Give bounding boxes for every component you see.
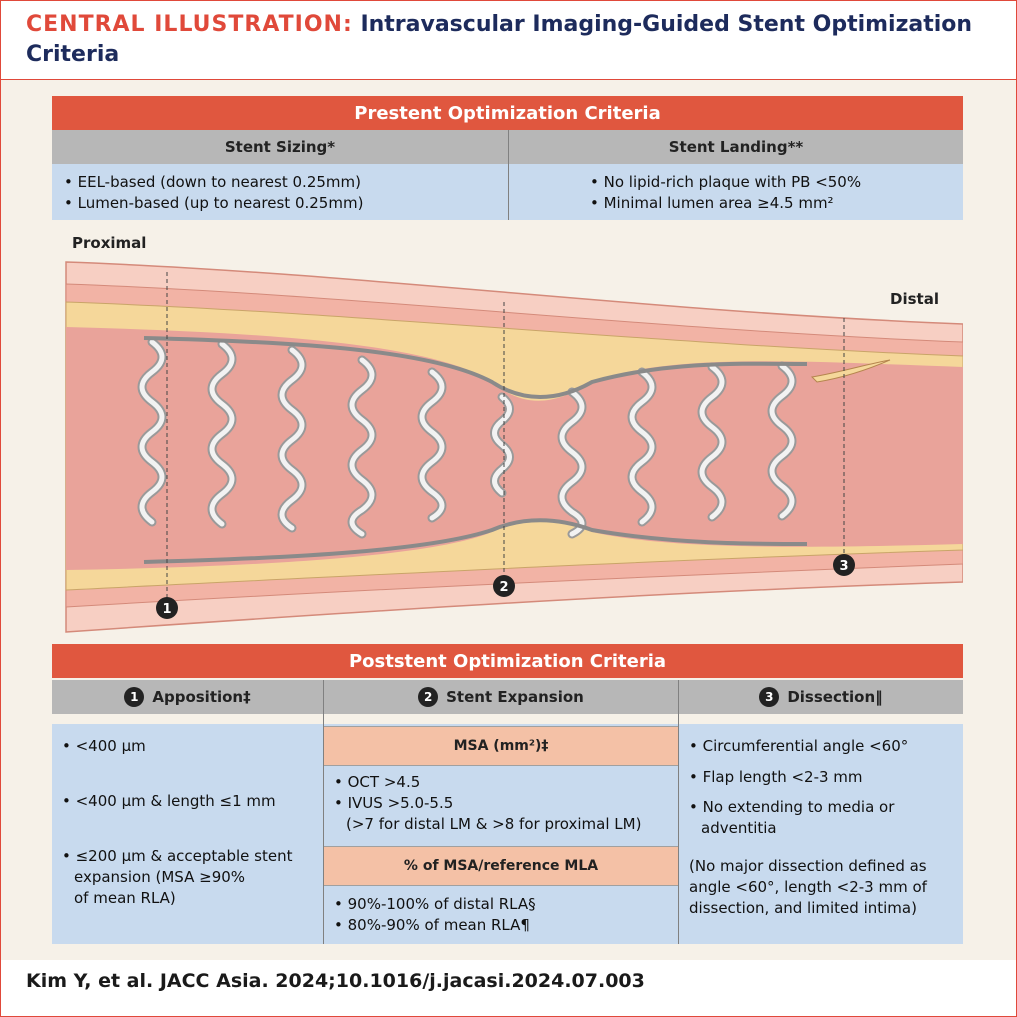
vessel-lumen (66, 327, 963, 570)
stent-vessel-diagram: 1 2 3 Proximal Distal (65, 234, 963, 633)
marker-1: 1 (162, 602, 171, 617)
apposition-item: • <400 μm (62, 737, 146, 755)
apposition-item: expansion (MSA ≥90% (74, 868, 246, 886)
apposition-item: of mean RLA) (74, 889, 176, 907)
poststent-divider-1 (323, 680, 324, 944)
dissection-item: • Flap length <2-3 mm (689, 768, 863, 786)
apposition-title: Apposition‡ (152, 688, 251, 706)
msa-item: • OCT >4.5 (334, 773, 421, 791)
label-proximal: Proximal (72, 234, 146, 252)
stent-expansion-num: 2 (418, 687, 439, 707)
apposition-panel (52, 724, 323, 944)
msa-item: • IVUS >5.0-5.5 (334, 794, 454, 812)
title-band (1, 1, 1016, 80)
stent-sizing-item: • Lumen-based (up to nearest 0.25mm) (64, 194, 364, 212)
stent-sizing-header: Stent Sizing* (52, 130, 508, 164)
marker-1-circle (156, 597, 178, 619)
stent-sizing-panel (52, 164, 508, 220)
apposition-header: 1 Apposition‡ (52, 680, 323, 714)
dissection-note: dissection, and limited intima) (689, 899, 917, 917)
dissection-note: angle <60°, length <2-3 mm of (689, 878, 927, 896)
marker-2-circle (493, 575, 515, 597)
prestent-heading: Prestent Optimization Criteria (52, 96, 963, 130)
dissection-item: • No extending to media or (689, 798, 895, 816)
dissection-header: 3 Dissection‖ (679, 680, 963, 714)
apposition-item: • <400 μm & length ≤1 mm (62, 792, 276, 810)
stent-landing-header: Stent Landing** (509, 130, 963, 164)
marker-2: 2 (499, 580, 508, 595)
dissection-num: 3 (759, 687, 780, 707)
prestent-divider (508, 130, 509, 220)
marker-3-circle (833, 554, 855, 576)
label-distal: Distal (890, 290, 939, 308)
msa-reference-subheader: % of MSA/reference MLA (324, 846, 678, 886)
stent-struts (137, 336, 808, 564)
stent-expansion-title: Stent Expansion (446, 688, 584, 706)
dissection-note: (No major dissection defined as (689, 857, 927, 875)
stent-landing-panel (509, 164, 963, 220)
poststent-divider-2 (678, 680, 679, 944)
dissection-item: • Circumferential angle <60° (689, 737, 909, 755)
title-kicker: CENTRAL ILLUSTRATION: (26, 12, 353, 37)
stent-sizing-item: • EEL-based (down to nearest 0.25mm) (64, 173, 361, 191)
marker-3: 3 (839, 559, 848, 574)
dissection-flap (810, 359, 891, 383)
msa-reference-item: • 90%-100% of distal RLA§ (334, 895, 536, 913)
stent-top-edge (143, 336, 808, 399)
figure-title: CENTRAL ILLUSTRATION: Intravascular Imag… (26, 10, 986, 70)
poststent-heading: Poststent Optimization Criteria (52, 644, 963, 678)
stent-expansion-header: 2 Stent Expansion (324, 680, 678, 714)
apposition-num: 1 (124, 687, 145, 707)
stent-landing-item: • No lipid-rich plaque with PB <50% (590, 173, 862, 191)
title-main: Intravascular Imaging-Guided Stent Optim… (26, 12, 973, 67)
dissection-item: adventitia (701, 819, 777, 837)
dissection-title: Dissection‖ (787, 688, 883, 706)
msa-item: (>7 for distal LM & >8 for proximal LM) (346, 815, 642, 833)
stent-bottom-edge (143, 518, 808, 564)
stent-landing-item: • Minimal lumen area ≥4.5 mm² (590, 194, 834, 212)
msa-subheader: MSA (mm²)‡ (324, 726, 678, 766)
citation: Kim Y, et al. JACC Asia. 2024;10.1016/j.… (26, 970, 645, 992)
msa-reference-item: • 80%-90% of mean RLA¶ (334, 916, 530, 934)
apposition-item: • ≤200 μm & acceptable stent (62, 847, 293, 865)
dissection-panel (679, 724, 963, 944)
